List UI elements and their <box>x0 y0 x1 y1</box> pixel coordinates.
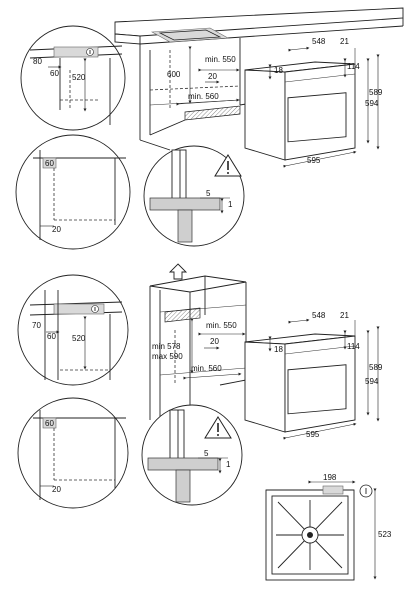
rear-plug-zone <box>322 485 344 495</box>
top-oven-dim-21: 21 <box>340 37 349 46</box>
bottom-oven-dim-595: 595 <box>306 430 320 439</box>
top-cabinet-dimensions: 600 min. 550 20 min. 560 <box>167 46 240 106</box>
top-zoom-warning: 5 1 <box>143 145 245 247</box>
top-plug-zone <box>53 46 99 58</box>
bottom-zoom-dim-520: 520 <box>72 334 86 343</box>
bottom-dim-min550: min. 550 <box>206 321 237 330</box>
top-oven-dim-548: 548 <box>312 37 326 46</box>
bottom-oven-dim-114: 114 <box>347 342 360 351</box>
rear-dim-198: 198 <box>323 473 337 482</box>
top-oven-dim-18: 18 <box>274 66 283 75</box>
top-zoom-dim-80: 80 <box>33 57 42 66</box>
rear-view: 198 523 <box>265 473 392 581</box>
bottom-dim-min560: min. 560 <box>191 364 222 373</box>
top-zoom-dim-520: 520 <box>72 73 86 82</box>
bottom-zoom-dim-60: 60 <box>47 332 56 341</box>
top-oven-dim-114: 114 <box>347 62 360 71</box>
bottom-corner-dim-20: 20 <box>52 485 61 494</box>
top-dim-min560: min. 560 <box>188 92 219 101</box>
rear-dim-523: 523 <box>378 530 392 539</box>
bottom-oven-dim-18: 18 <box>274 345 283 354</box>
bottom-ventilation-slot <box>164 307 201 323</box>
top-ventilation-slot <box>184 105 241 121</box>
bottom-dim-max590: max 590 <box>152 352 183 361</box>
top-oven-dim-589: 589 <box>369 88 383 97</box>
bottom-corner-dim-60: 60 <box>45 419 54 428</box>
top-dim-600: 600 <box>167 70 181 79</box>
bottom-zoom-dim-70: 70 <box>32 321 41 330</box>
bottom-warn-dim-1: 1 <box>226 460 231 469</box>
top-zoom-dim-60: 60 <box>50 69 59 78</box>
top-dim-20: 20 <box>208 72 217 81</box>
bottom-plug-zone <box>53 303 105 315</box>
bottom-oven: 548 21 18 114 589 594 595 <box>244 311 383 440</box>
bottom-oven-dim-548: 548 <box>312 311 326 320</box>
bottom-dim-min578: min 578 <box>152 342 181 351</box>
rear-burner-grid <box>276 500 344 570</box>
bottom-cabinet-dimensions: min. 550 20 min 578 max 590 min. 560 <box>152 318 246 380</box>
top-corner-dim-60: 60 <box>45 159 54 168</box>
top-warn-dim-5: 5 <box>206 189 211 198</box>
top-corner-dim-20: 20 <box>52 225 61 234</box>
bottom-oven-dim-21: 21 <box>340 311 349 320</box>
top-oven-dim-595: 595 <box>307 156 321 165</box>
top-oven: 548 21 18 114 589 594 595 <box>244 37 383 168</box>
top-oven-dim-594: 594 <box>365 99 379 108</box>
top-section: 600 min. 550 20 min. 560 80 60 520 <box>15 7 404 250</box>
bottom-dim-20: 20 <box>210 337 219 346</box>
bottom-warn-dim-5: 5 <box>204 449 209 458</box>
bottom-zoom-warning: 5 1 <box>141 404 243 506</box>
top-dim-min550: min. 550 <box>205 55 236 64</box>
bottom-oven-dim-589: 589 <box>369 363 383 372</box>
top-countertop <box>114 7 404 45</box>
bottom-zoom-plug: 70 60 520 <box>17 274 129 386</box>
bottom-section: min. 550 20 min 578 max 590 min. 560 70 … <box>17 274 383 509</box>
top-zoom-plug: 80 60 520 <box>20 25 126 131</box>
bottom-zoom-corner: 60 20 <box>17 397 129 509</box>
top-warn-dim-1: 1 <box>228 200 233 209</box>
up-arrow-icon <box>168 263 188 280</box>
bottom-oven-dim-594: 594 <box>365 377 379 386</box>
top-zoom-corner: 60 20 <box>15 134 131 250</box>
